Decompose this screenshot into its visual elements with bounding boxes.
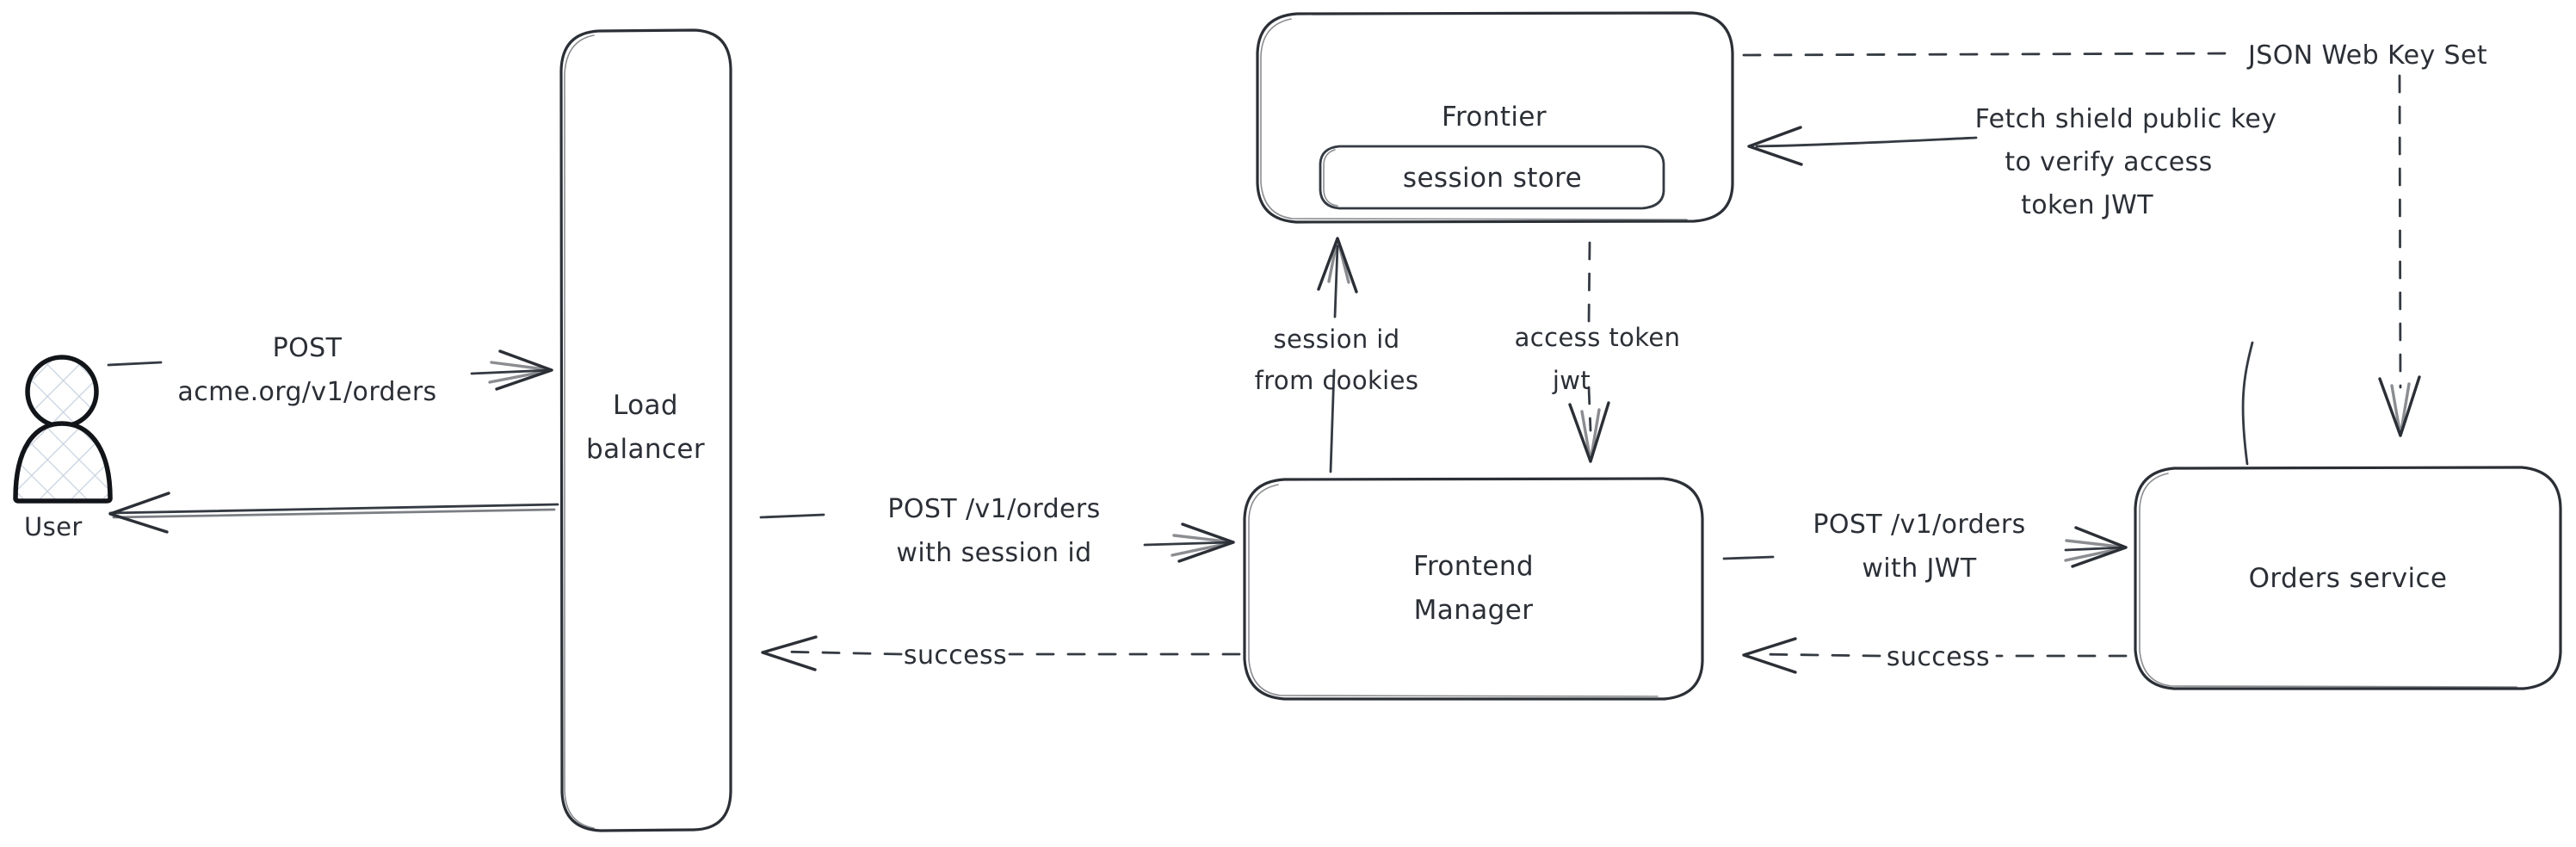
- edge-label-with-session-id: with session id: [896, 538, 1091, 568]
- edge-frontend-manager-to-frontier: [1317, 237, 1358, 473]
- edge-label-fetch-shield-key-line3: token JWT: [2021, 190, 2153, 220]
- edge-label-acme-url: acme.org/v1/orders: [177, 377, 436, 407]
- frontier-label: Frontier: [1442, 102, 1547, 133]
- frontend-manager-node[interactable]: [1243, 477, 1704, 701]
- orders-service-label: Orders service: [2249, 563, 2448, 594]
- edge-label-fetch-shield-key-line1: Fetch shield public key: [1975, 104, 2277, 134]
- load-balancer-label-line1: Load: [613, 390, 678, 421]
- edge-label-access-token: access token: [1515, 323, 1681, 352]
- edge-label-post-v1-orders-jwt: POST /v1/orders: [1813, 510, 2025, 540]
- edge-label-fetch-shield-key-line2: to verify access: [2005, 147, 2212, 177]
- edge-user-to-load-balancer: [107, 349, 553, 391]
- edge-label-post-v1-orders-session: POST /v1/orders: [887, 494, 1100, 524]
- edge-frontier-to-frontend-manager: [1568, 241, 1610, 463]
- session-store-node[interactable]: [1319, 145, 1665, 210]
- frontend-manager-label-line1: Frontend: [1413, 551, 1534, 582]
- edge-label-success-lb: success: [904, 640, 1007, 671]
- load-balancer-label-line2: balancer: [586, 434, 705, 465]
- edge-label-jwt: jwt: [1552, 366, 1591, 395]
- edge-load-balancer-to-frontend-manager: [759, 513, 1235, 563]
- edge-label-session-id: session id: [1273, 325, 1399, 354]
- frontier-node[interactable]: [1256, 11, 1734, 224]
- load-balancer-node[interactable]: [559, 28, 732, 832]
- edge-label-from-cookies: from cookies: [1255, 366, 1419, 395]
- edge-load-balancer-to-user: [108, 492, 559, 534]
- edge-orders-service-to-frontier: [1747, 126, 2254, 466]
- frontend-manager-label-line2: Manager: [1414, 595, 1534, 626]
- edge-frontier-to-orders-service: [1742, 52, 2421, 437]
- session-store-label: session store: [1403, 163, 1582, 194]
- edge-label-success-orders: success: [1887, 642, 1990, 672]
- orders-service-node[interactable]: [2134, 466, 2562, 690]
- edge-label-post: POST: [273, 333, 343, 363]
- edge-frontend-manager-to-load-balancer: [761, 635, 1241, 671]
- edge-label-json-web-key-set: JSON Web Key Set: [2246, 40, 2487, 71]
- user-person-icon: [13, 355, 113, 504]
- edge-label-with-jwt: with JWT: [1862, 553, 1976, 584]
- edge-frontend-manager-to-orders-service: [1722, 526, 2128, 568]
- user-label: User: [24, 512, 83, 541]
- edge-orders-service-to-frontend-manager: [1742, 637, 2128, 674]
